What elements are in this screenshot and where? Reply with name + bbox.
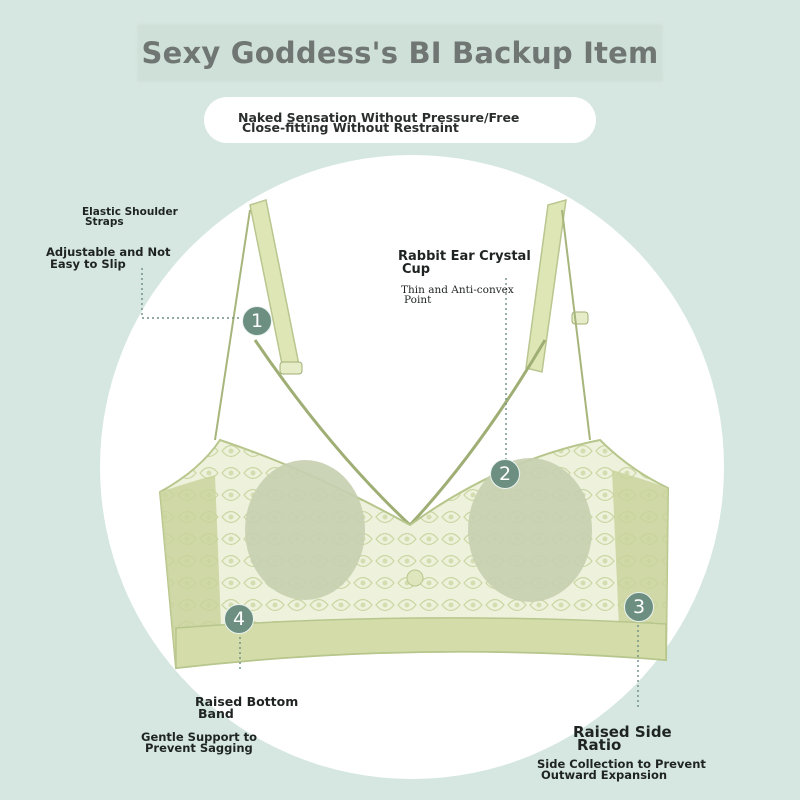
feature-1-title-line-1: Elastic Shoulder <box>82 206 178 218</box>
marker-1: 1 <box>242 306 272 336</box>
marker-4: 4 <box>224 604 254 634</box>
feature-4-title: Raised Bottom Band <box>195 694 299 721</box>
feature-4-desc-line-2: Prevent Sagging <box>145 741 253 755</box>
left-strap <box>249 199 301 375</box>
feature-1-title-line-2: Straps <box>85 216 124 228</box>
feature-4-desc: Gentle Support to Prevent Sagging <box>141 730 258 755</box>
feature-2-desc: Thin and Anti-convex Point <box>401 284 514 306</box>
feature-1-desc: Adjustable and Not Easy to Slip <box>46 246 171 270</box>
bottom-band <box>175 617 667 669</box>
marker-3: 3 <box>624 592 654 622</box>
feature-4-title-line-1: Raised Bottom <box>195 694 299 709</box>
feature-1-title: Elastic Shoulder Straps <box>82 206 178 228</box>
feature-4-desc-line-1: Gentle Support to <box>141 730 258 744</box>
title-banner: Sexy Goddess's BI Backup Item <box>135 22 665 84</box>
left-strap-slider <box>279 361 303 375</box>
right-strap <box>525 198 567 373</box>
subtitle-line-2: Close-fitting Without Restraint <box>242 120 459 135</box>
left-side-panel <box>160 475 222 668</box>
feature-3-title: Raised Side Ratio <box>573 723 672 754</box>
feature-3-title-line-2: Ratio <box>577 736 622 754</box>
feature-2-title-line-2: Cup <box>402 262 431 277</box>
feature-3-desc-line-1: Side Collection to Prevent <box>537 757 706 771</box>
feature-2-desc-line-2: Point <box>404 294 432 306</box>
feature-2-desc-line-1: Thin and Anti-convex <box>401 284 514 296</box>
subtitle-pill: Naked Sensation Without Pressure/Free Cl… <box>204 97 596 143</box>
feature-4-title-line-2: Band <box>198 706 234 721</box>
right-cup <box>468 458 592 602</box>
feature-2-title-line-1: Rabbit Ear Crystal <box>398 249 531 264</box>
feature-1-desc-line-2: Easy to Slip <box>50 257 126 271</box>
feature-3-desc: Side Collection to Prevent Outward Expan… <box>537 757 706 782</box>
marker-2: 2 <box>490 459 520 489</box>
page-title: Sexy Goddess's BI Backup Item <box>141 36 659 70</box>
left-cup <box>245 460 365 600</box>
subtitle-text: Naked Sensation Without Pressure/Free Cl… <box>238 110 578 135</box>
feature-1-desc-line-1: Adjustable and Not <box>46 245 171 259</box>
subtitle-line-1: Naked Sensation Without Pressure/Free <box>238 110 520 125</box>
feature-3-title-line-1: Raised Side <box>573 723 672 741</box>
feature-3-desc-line-2: Outward Expansion <box>541 768 668 782</box>
feature-2-title: Rabbit Ear Crystal Cup <box>398 250 531 276</box>
